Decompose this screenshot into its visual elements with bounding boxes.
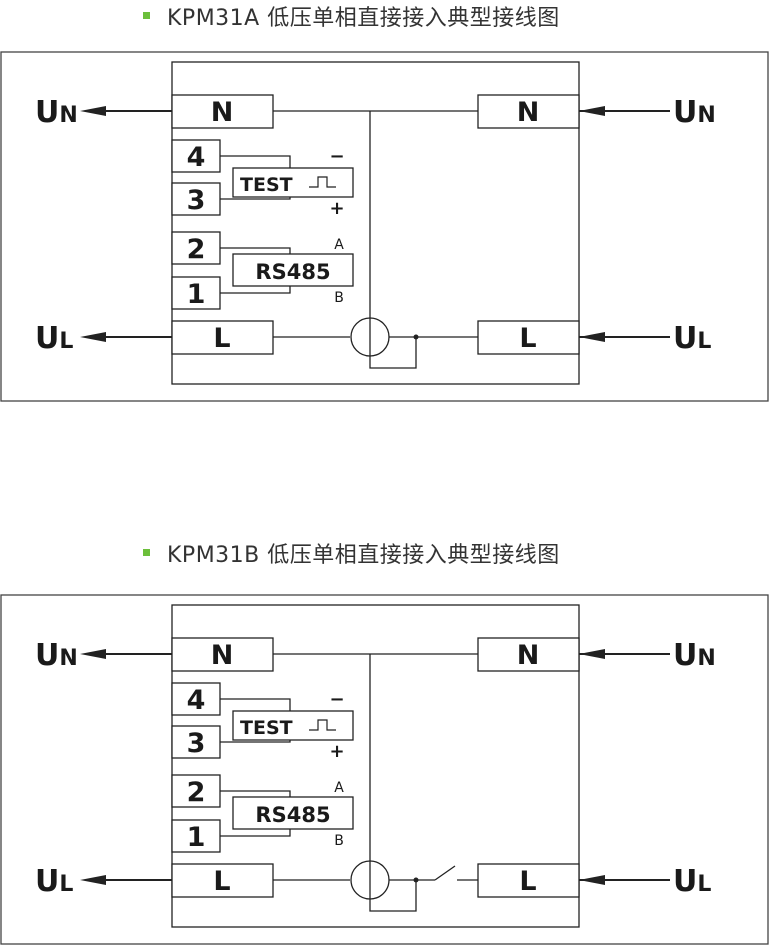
terminal-l-right-label: L bbox=[519, 866, 536, 897]
diagram-title: KPM31B 低压单相直接接入典型接线图 bbox=[167, 543, 560, 568]
bullet-icon bbox=[143, 549, 150, 556]
terminal-4 bbox=[171, 139, 221, 173]
diagram-title: KPM31A 低压单相直接接入典型接线图 bbox=[167, 6, 560, 31]
rs485-box bbox=[232, 253, 354, 287]
terminal-n-left-label: N bbox=[211, 97, 234, 128]
test-lead-3 bbox=[220, 197, 291, 200]
terminal-n-left bbox=[171, 637, 274, 672]
terminal-2 bbox=[171, 774, 221, 808]
rs485-b-label: B bbox=[334, 290, 344, 306]
terminal-n-right-label: N bbox=[517, 640, 540, 671]
terminal-1 bbox=[171, 819, 221, 853]
ul-right-label: UL bbox=[673, 321, 711, 356]
rs485-a-label: A bbox=[334, 237, 344, 253]
terminal-l-left-label: L bbox=[213, 323, 230, 354]
device-body bbox=[171, 604, 580, 928]
test-box-label: TEST bbox=[240, 717, 293, 739]
pulse-icon bbox=[309, 719, 336, 731]
terminal-1-label: 1 bbox=[187, 279, 206, 310]
rs485-b-label: B bbox=[334, 833, 344, 849]
terminal-2 bbox=[171, 231, 221, 265]
terminal-3-label: 3 bbox=[187, 728, 206, 759]
un-right-label: UN bbox=[673, 95, 716, 130]
heading-kpm31a: KPM31A 低压单相直接接入典型接线图 bbox=[0, 0, 770, 32]
rs485-lead-2 bbox=[220, 247, 291, 254]
ul-right-label: UL bbox=[673, 864, 711, 899]
ul-left-label: UL bbox=[35, 321, 73, 356]
terminal-l-left bbox=[171, 320, 274, 355]
outer-frame bbox=[0, 594, 769, 945]
ct-loop bbox=[369, 337, 417, 369]
pulse-icon bbox=[309, 176, 336, 188]
rs485-box-label: RS485 bbox=[255, 803, 330, 827]
rs485-lead-2 bbox=[220, 790, 291, 797]
un-in-arrow-arrowhead-icon bbox=[579, 106, 605, 116]
test-lead-3 bbox=[220, 740, 291, 743]
test-box bbox=[232, 167, 354, 198]
switch-blade bbox=[434, 865, 456, 881]
rs485-box-label: RS485 bbox=[255, 260, 330, 284]
test-box bbox=[232, 710, 354, 741]
rs485-lead-1 bbox=[220, 286, 291, 294]
un-in-arrow-arrowhead-icon bbox=[579, 649, 605, 659]
un-out-arrow-arrowhead-icon bbox=[80, 106, 106, 116]
ct-loop bbox=[369, 880, 417, 912]
minus-sign: − bbox=[329, 146, 344, 167]
terminal-4-label: 4 bbox=[187, 142, 206, 173]
un-right-label: UN bbox=[673, 638, 716, 673]
terminal-n-left-label: N bbox=[211, 640, 234, 671]
ul-in-arrow-arrowhead-icon bbox=[579, 332, 605, 342]
un-left-label: UN bbox=[35, 638, 78, 673]
terminal-3-label: 3 bbox=[187, 185, 206, 216]
ul-left-label: UL bbox=[35, 864, 73, 899]
minus-sign: − bbox=[329, 689, 344, 710]
device-body bbox=[171, 61, 580, 385]
test-box-label: TEST bbox=[240, 174, 293, 196]
heading-kpm31b: KPM31B 低压单相直接接入典型接线图 bbox=[0, 537, 770, 569]
terminal-3 bbox=[171, 182, 221, 216]
rs485-box bbox=[232, 796, 354, 830]
bullet-icon bbox=[143, 12, 150, 19]
terminal-2-label: 2 bbox=[187, 234, 206, 265]
ul-in-arrow-arrowhead-icon bbox=[579, 875, 605, 885]
plus-sign: + bbox=[329, 198, 344, 219]
test-lead-4 bbox=[220, 698, 291, 711]
terminal-2-label: 2 bbox=[187, 777, 206, 808]
plus-sign: + bbox=[329, 741, 344, 762]
ul-out-arrow-arrowhead-icon bbox=[80, 875, 106, 885]
outer-frame bbox=[0, 51, 769, 402]
terminal-l-right bbox=[477, 863, 580, 898]
terminal-l-right bbox=[477, 320, 580, 355]
ul-out-arrow-arrowhead-icon bbox=[80, 332, 106, 342]
terminal-1-label: 1 bbox=[187, 822, 206, 853]
terminal-l-left bbox=[171, 863, 274, 898]
un-left-label: UN bbox=[35, 95, 78, 130]
un-out-arrow-arrowhead-icon bbox=[80, 649, 106, 659]
rs485-a-label: A bbox=[334, 780, 344, 796]
terminal-4-label: 4 bbox=[187, 685, 206, 716]
terminal-l-left-label: L bbox=[213, 866, 230, 897]
rs485-lead-1 bbox=[220, 829, 291, 837]
terminal-n-right-label: N bbox=[517, 97, 540, 128]
test-lead-4 bbox=[220, 155, 291, 168]
terminal-l-right-label: L bbox=[519, 323, 536, 354]
terminal-4 bbox=[171, 682, 221, 716]
